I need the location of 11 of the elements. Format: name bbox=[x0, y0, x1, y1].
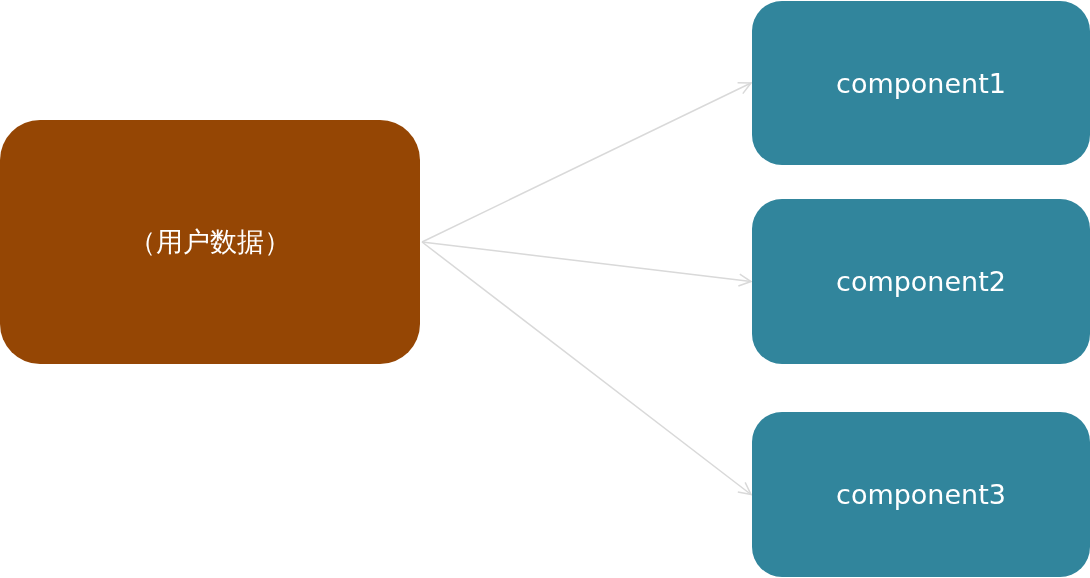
component-box bbox=[752, 412, 1090, 577]
source-box bbox=[0, 120, 420, 364]
arrow bbox=[421, 241, 752, 496]
component-box bbox=[752, 199, 1090, 364]
arrow bbox=[421, 241, 752, 287]
box-label: component1 bbox=[836, 67, 1006, 99]
box-label: （用户数据） bbox=[129, 225, 291, 259]
box-label: component3 bbox=[836, 479, 1006, 510]
component-box bbox=[752, 1, 1090, 165]
arrow bbox=[421, 82, 752, 243]
box-label: component2 bbox=[836, 266, 1006, 297]
